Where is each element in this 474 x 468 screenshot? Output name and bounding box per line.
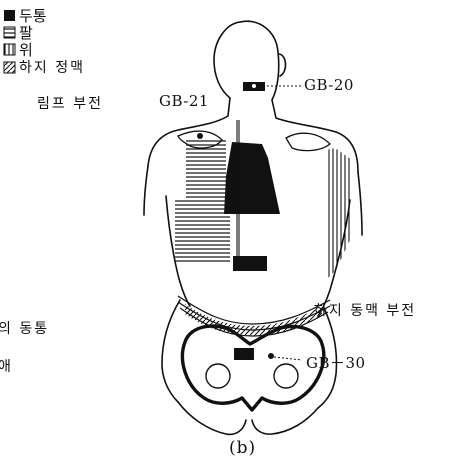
sacrum-block xyxy=(234,348,254,360)
label-left-cut-1: 의 동통 xyxy=(0,318,49,338)
dark-central-zone xyxy=(224,142,280,214)
gb30-point xyxy=(268,353,274,359)
arm-referral-zone-upper xyxy=(186,140,226,200)
arm-referral-zone-left xyxy=(175,198,230,264)
legend-label: 두통 xyxy=(19,8,47,24)
head-outline xyxy=(214,22,240,98)
hip-joint-left xyxy=(206,364,230,388)
legend-label: 하지 정맥 xyxy=(19,60,85,76)
stomach-referral-zone xyxy=(326,148,352,280)
pelvis-bone xyxy=(182,326,323,410)
legend-item-stomach: 위 xyxy=(19,42,33,58)
label-left-cut-2: 애 xyxy=(0,356,13,376)
hip-joint-right xyxy=(274,364,298,388)
legend-item-arm: 팔 xyxy=(19,25,33,41)
spine-line xyxy=(236,120,240,270)
legend-label: 팔 xyxy=(19,25,33,41)
swatch-arm xyxy=(4,27,15,38)
label-gb20: GB-20 xyxy=(304,76,354,94)
legend-item-headache: 두통 xyxy=(19,8,47,24)
right-arm xyxy=(358,172,362,235)
legend-item-venous-line2: 림프 부전 xyxy=(37,93,103,113)
label-gb30: GB－30 xyxy=(306,352,366,373)
gb21-point xyxy=(197,133,203,139)
swatch-headache xyxy=(4,10,15,21)
ear-right xyxy=(279,54,286,76)
left-arm xyxy=(144,166,148,215)
label-gb21: GB-21 xyxy=(159,92,209,110)
buttocks xyxy=(178,402,246,434)
pelvis-outline xyxy=(162,300,180,402)
legend-item-venous: 하지 정맥 xyxy=(19,60,85,76)
legend-label: 위 xyxy=(19,42,33,58)
gb20-point xyxy=(252,84,256,88)
swatch-stomach xyxy=(4,44,15,55)
swatch-venous xyxy=(4,62,15,73)
label-arterial-insufficiency: 하지 동맥 부전 xyxy=(314,300,416,320)
figure-caption: (b) xyxy=(229,438,256,458)
